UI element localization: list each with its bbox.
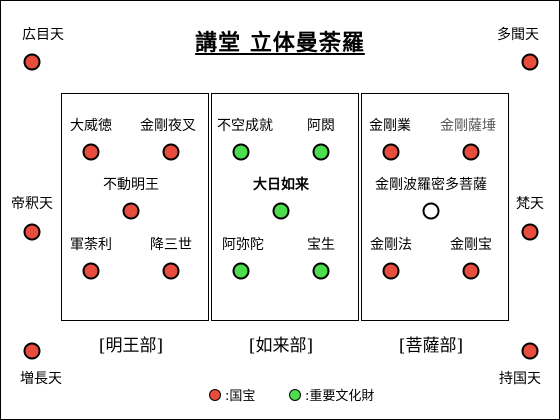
panel-myoo <box>61 93 209 321</box>
label-zochoten: 増長天 <box>20 371 62 387</box>
label-amida: 阿弥陀 <box>222 237 264 253</box>
label-hosho: 宝生 <box>307 237 335 253</box>
dot-hosho <box>312 262 330 280</box>
legend-national-treasure-label: :国宝 <box>225 389 256 404</box>
dot-dainichi <box>272 202 290 220</box>
label-ashuku: 阿閦 <box>307 118 335 134</box>
dot-kongobo <box>462 262 480 280</box>
legend-green-dot <box>289 389 301 401</box>
label-kongoho: 金剛法 <box>370 237 412 253</box>
dot-fukujoju <box>232 143 250 161</box>
label-kongogo: 金剛業 <box>369 118 411 134</box>
label-kongoharamitta: 金剛波羅密多菩薩 <box>375 177 487 193</box>
dot-ashuku <box>312 143 330 161</box>
label-gozanze: 降三世 <box>150 237 192 253</box>
dot-gundari <box>82 262 100 280</box>
dot-fudomyoo <box>122 202 140 220</box>
dot-kongogo <box>382 143 400 161</box>
panel-nyorai <box>211 93 359 321</box>
legend-important-cultural-property: :重要文化財 <box>289 385 374 404</box>
label-kongobo: 金剛宝 <box>450 237 492 253</box>
dot-komokuten <box>23 53 41 71</box>
dot-kongoho <box>382 262 400 280</box>
label-kongosatta: 金剛薩埵 <box>440 118 496 134</box>
dot-kongosatta <box>462 143 480 161</box>
label-bonten: 梵天 <box>516 196 544 212</box>
panel-bosatsu <box>361 93 509 321</box>
section-label-myoo: [明王部] <box>98 336 164 356</box>
label-daiitoku: 大威徳 <box>70 118 112 134</box>
label-kongoyasha: 金剛夜叉 <box>140 118 196 134</box>
label-komokuten: 広目天 <box>22 27 64 43</box>
dot-daiitoku <box>82 143 100 161</box>
legend-national-treasure: :国宝 <box>209 385 255 404</box>
diagram-title: 講堂 立体曼荼羅 <box>195 31 365 56</box>
dot-zochoten <box>23 342 41 360</box>
label-dainichi: 大日如来 <box>253 177 309 193</box>
label-taishakuten: 帝釈天 <box>11 196 53 212</box>
legend-red-dot <box>209 389 221 401</box>
legend-important-cultural-property-label: :重要文化財 <box>305 389 375 404</box>
label-gundari: 軍荼利 <box>70 237 112 253</box>
label-fukujoju: 不空成就 <box>217 118 273 134</box>
dot-gozanze <box>162 262 180 280</box>
dot-kongoharamitta <box>422 202 440 220</box>
label-fudomyoo: 不動明王 <box>103 177 159 193</box>
dot-kongoyasha <box>162 143 180 161</box>
dot-tamonten <box>521 53 539 71</box>
section-label-nyorai: [如来部] <box>248 336 314 356</box>
dot-taishakuten <box>23 223 41 241</box>
label-jikokuten: 持国天 <box>499 371 541 387</box>
section-label-bosatsu: [菩薩部] <box>398 336 464 356</box>
dot-jikokuten <box>521 342 539 360</box>
label-tamonten: 多聞天 <box>497 27 539 43</box>
dot-bonten <box>521 223 539 241</box>
dot-amida <box>232 262 250 280</box>
